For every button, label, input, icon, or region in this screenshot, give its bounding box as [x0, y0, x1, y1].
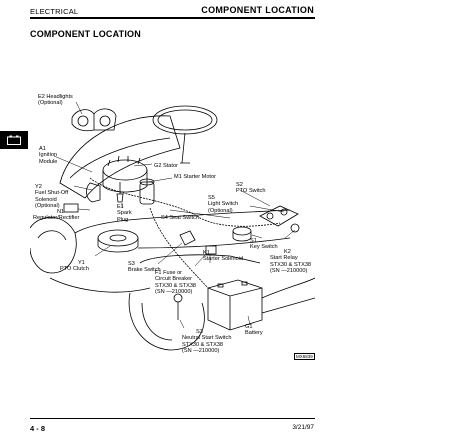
page-number: 4 - 8 [30, 424, 46, 433]
section-tab [0, 131, 28, 149]
header-title: COMPONENT LOCATION [201, 5, 314, 15]
label-e2-headlights: E2 Headlights(Optional) [38, 94, 73, 107]
label-g2-stator: G2 Stator [154, 163, 178, 169]
battery-icon [7, 135, 21, 145]
figure-reference: MX6839 [294, 353, 315, 360]
header-section: ELECTRICAL [30, 7, 79, 16]
label-s4-seat-switch: S4 Seat Switch [161, 215, 199, 221]
footer-divider [30, 418, 315, 419]
tractor-diagram [30, 101, 315, 351]
revision-date: 3/21/97 [292, 424, 314, 431]
header-divider [30, 17, 315, 19]
page-title: COMPONENT LOCATION [30, 29, 141, 39]
label-m1-starter-motor: M1 Starter Motor [174, 174, 216, 180]
